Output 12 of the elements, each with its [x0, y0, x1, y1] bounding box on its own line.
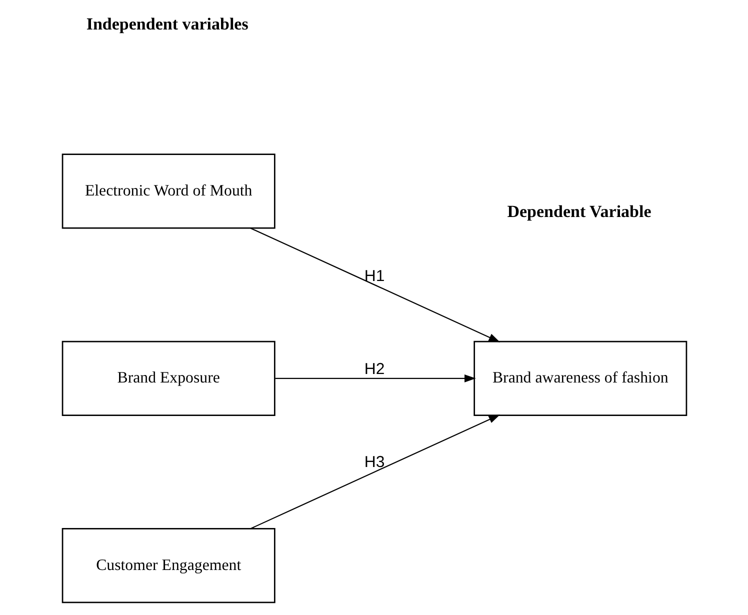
- edge-label: H3: [364, 454, 384, 472]
- arrow: [250, 228, 500, 342]
- edge-label: H2: [364, 361, 384, 378]
- label: Dependent Variable: [506, 202, 651, 221]
- label: Independent variables: [86, 14, 248, 34]
- arrow: [274, 374, 476, 382]
- node-box: Customer Engagement: [61, 528, 275, 604]
- node-box: Brand Exposure: [61, 340, 275, 416]
- edge-label: H1: [364, 268, 384, 286]
- node-box: Electronic Word of Mouth: [61, 154, 275, 229]
- arrow: [250, 414, 500, 530]
- node-box: Brand awareness of fashion: [473, 340, 687, 416]
